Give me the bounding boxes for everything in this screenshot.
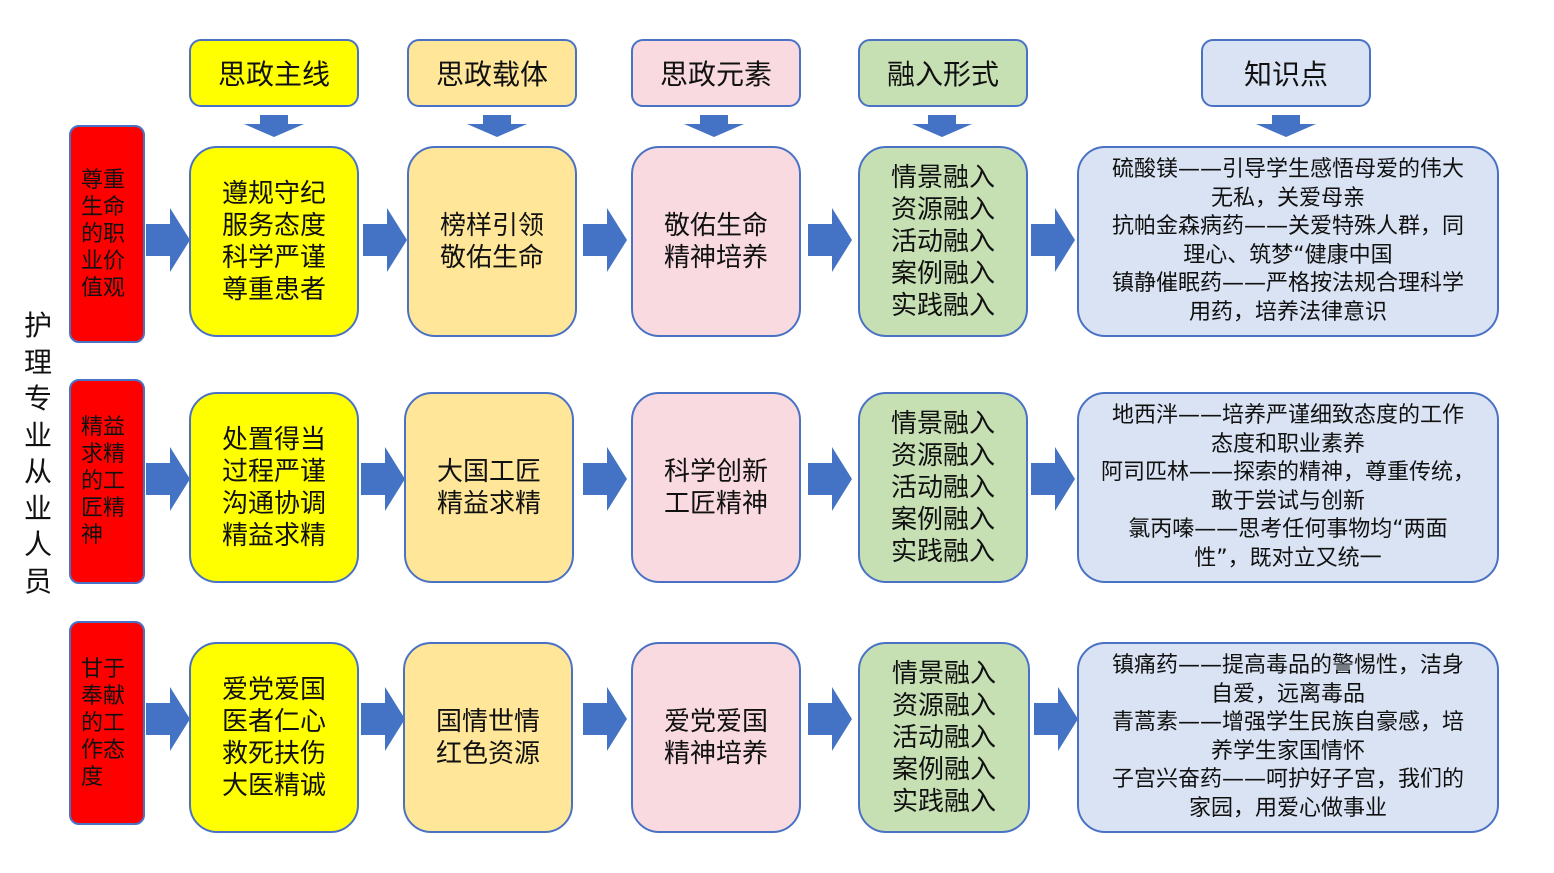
- header-mainline: 思政主线: [189, 39, 359, 107]
- row-3-value: 甘于 奉献 的工 作态 度: [69, 621, 145, 825]
- right-arrow-icon: [361, 687, 405, 751]
- down-arrow-icon: [684, 115, 744, 137]
- down-arrow-icon: [467, 115, 527, 137]
- row-2-element: 科学创新 工匠精神: [631, 392, 801, 583]
- header-form: 融入形式: [858, 39, 1028, 107]
- right-arrow-icon: [583, 447, 627, 511]
- down-arrow-icon: [244, 115, 304, 137]
- header-knowledge: 知识点: [1201, 39, 1371, 107]
- row-1-carrier: 榜样引领 敬佑生命: [407, 146, 577, 337]
- row-3-form: 情景融入 资源融入 活动融入 案例融入 实践融入: [858, 642, 1030, 833]
- header-carrier: 思政载体: [407, 39, 577, 107]
- row-1-form: 情景融入 资源融入 活动融入 案例融入 实践融入: [858, 146, 1028, 337]
- right-arrow-icon: [583, 208, 627, 272]
- down-arrow-icon: [1256, 115, 1316, 137]
- row-2-form: 情景融入 资源融入 活动融入 案例融入 实践融入: [858, 392, 1028, 583]
- right-arrow-icon: [146, 687, 190, 751]
- right-arrow-icon: [808, 687, 852, 751]
- right-arrow-icon: [583, 687, 627, 751]
- right-arrow-icon: [146, 208, 190, 272]
- row-1-knowledge: 硫酸镁——引导学生感悟母爱的伟大 无私，关爱母亲 抗帕金森病药——关爱特殊人群，…: [1077, 146, 1499, 337]
- row-2-knowledge: 地西泮——培养严谨细致态度的工作 态度和职业素养 阿司匹林——探索的精神，尊重传…: [1077, 392, 1499, 583]
- row-1-mainline: 遵规守纪 服务态度 科学严谨 尊重患者: [189, 146, 359, 337]
- row-2-mainline: 处置得当 过程严谨 沟通协调 精益求精: [189, 392, 359, 583]
- row-1-value: 尊重 生命 的职 业价 值观: [69, 125, 145, 343]
- right-arrow-icon: [1031, 208, 1075, 272]
- header-element: 思政元素: [631, 39, 801, 107]
- row-2-value: 精益 求精 的工 匠精 神: [69, 379, 145, 584]
- right-arrow-icon: [1034, 687, 1078, 751]
- right-arrow-icon: [363, 208, 407, 272]
- row-2-carrier: 大国工匠 精益求精: [404, 392, 574, 583]
- right-arrow-icon: [146, 447, 190, 511]
- row-3-knowledge: 镇痛药——提高毒品的警惕性，洁身 自爱，远离毒品 青蒿素——增强学生民族自豪感，…: [1077, 642, 1499, 833]
- side-label-nursing-practitioners: 护 理 专 业 从 业 人 员: [23, 309, 52, 598]
- right-arrow-icon: [808, 447, 852, 511]
- row-3-carrier: 国情世情 红色资源: [403, 642, 573, 833]
- row-3-mainline: 爱党爱国 医者仁心 救死扶伤 大医精诚: [189, 642, 359, 833]
- row-3-element: 爱党爱国 精神培养: [631, 642, 801, 833]
- row-1-element: 敬佑生命 精神培养: [631, 146, 801, 337]
- right-arrow-icon: [361, 447, 405, 511]
- right-arrow-icon: [1031, 447, 1075, 511]
- right-arrow-icon: [808, 208, 852, 272]
- down-arrow-icon: [912, 115, 972, 137]
